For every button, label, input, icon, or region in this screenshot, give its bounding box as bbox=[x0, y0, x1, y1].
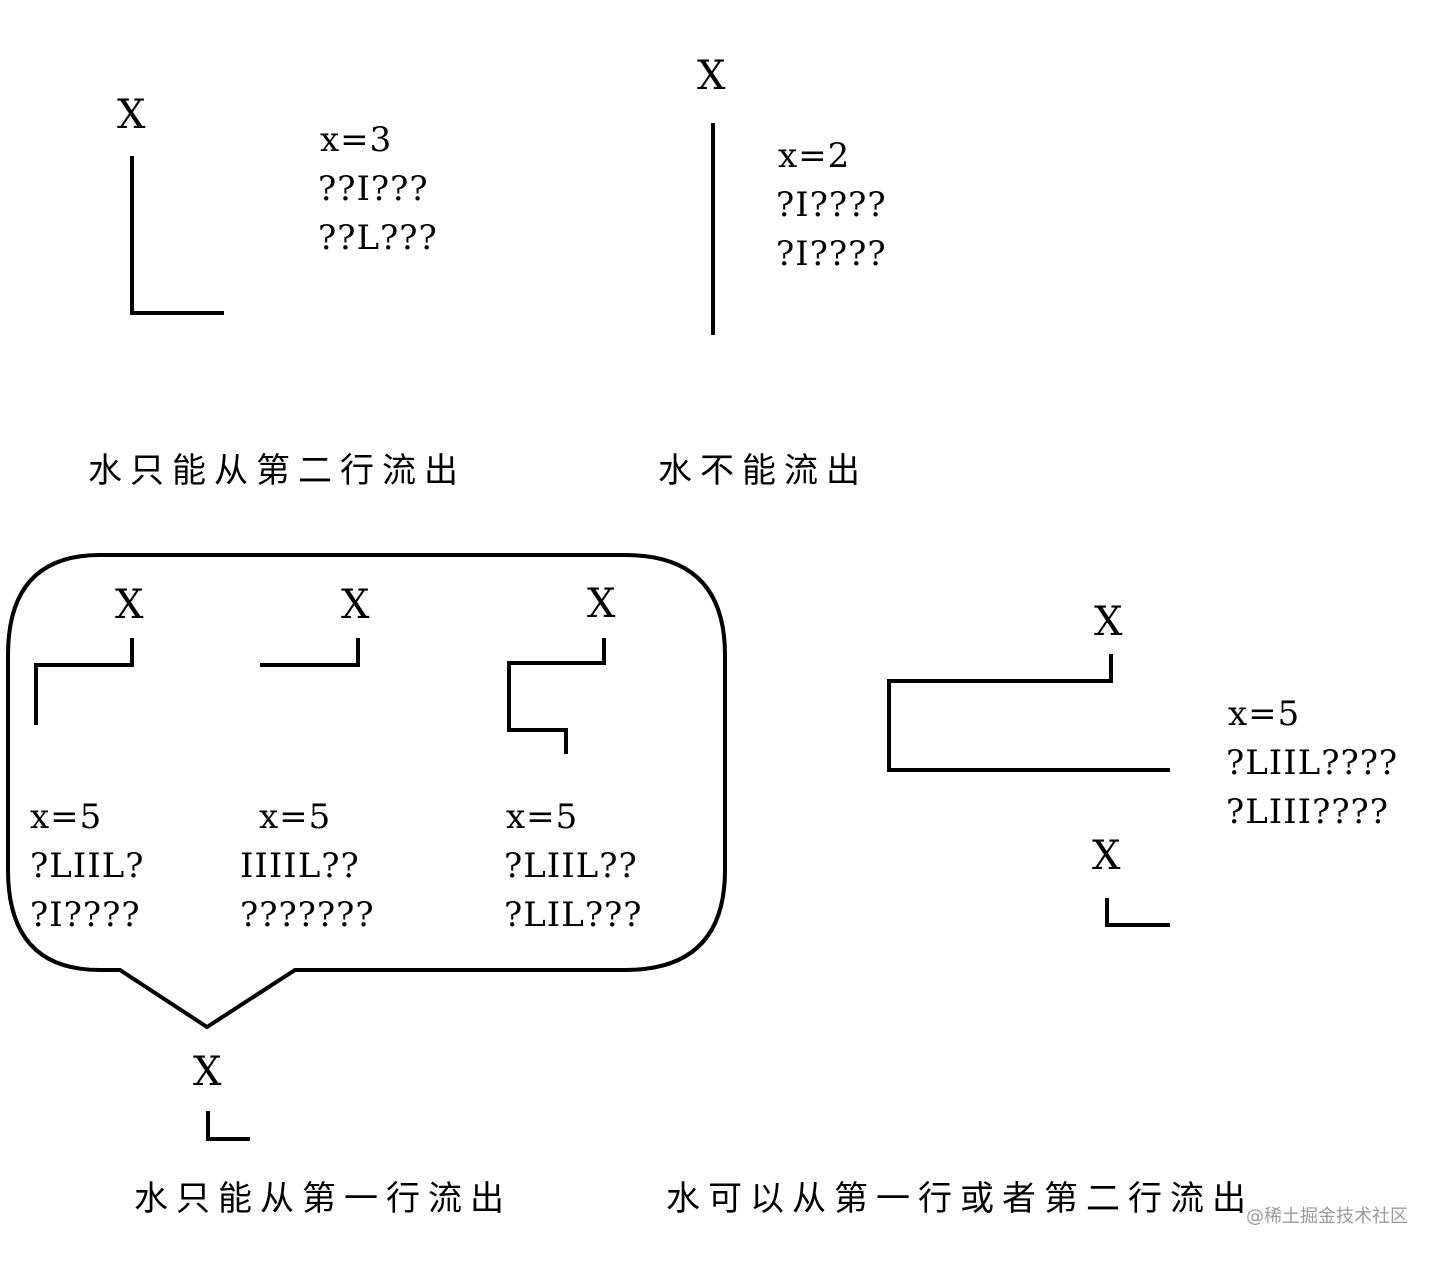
bubble-case-1-pipe bbox=[34, 638, 134, 725]
panel-top-left-line-0: x=3 bbox=[320, 120, 392, 160]
bubble-outline bbox=[6, 553, 727, 1030]
panel-top-left-line-2: ??L??? bbox=[318, 218, 438, 258]
bubble-case-1-line-1: ?LIIL? bbox=[30, 846, 144, 886]
bubble-case-3-line-0: x=5 bbox=[506, 797, 578, 837]
panel-bottom-right-line-0: x=5 bbox=[1228, 694, 1300, 734]
panel-bottom-right-pipe bbox=[887, 654, 1170, 772]
panel-top-left-pipe-l bbox=[130, 156, 224, 315]
panel-bottom-right-marker-top: X bbox=[1094, 599, 1123, 645]
bubble-case-3-line-2: ?LIL??? bbox=[504, 895, 643, 935]
bubble-result-pipe bbox=[206, 1111, 250, 1141]
panel-top-right-caption: 水不能流出 bbox=[658, 451, 868, 491]
bubble-case-3-line-1: ?LIIL?? bbox=[504, 846, 638, 886]
panel-bottom-right-result-pipe bbox=[1105, 898, 1170, 927]
panel-bubble-caption: 水只能从第一行流出 bbox=[134, 1179, 512, 1219]
panel-top-right-line-2: ?I???? bbox=[776, 234, 887, 274]
panel-top-left-line-1: ??I??? bbox=[318, 169, 429, 209]
panel-top-left: X x=3 ??I??? ??L??? 水只能从第二行流出 bbox=[88, 92, 466, 491]
watermark: @稀土掘金技术社区 bbox=[1246, 1206, 1408, 1227]
panel-top-right: X x=2 ?I???? ?I???? 水不能流出 bbox=[658, 53, 887, 491]
panel-bottom-right-marker-bottom: X bbox=[1092, 833, 1121, 879]
panel-top-left-marker: X bbox=[117, 92, 146, 138]
bubble-case-2-line-0: x=5 bbox=[259, 797, 331, 837]
bubble-case-3-pipe bbox=[507, 638, 606, 754]
panel-top-right-marker: X bbox=[697, 53, 726, 99]
panel-bubble: X x=5 ?LIIL? ?I???? X x=5 IIIIL?? ??????… bbox=[6, 553, 727, 1219]
panel-bottom-right: X x=5 ?LIIL???? ?LIII???? X 水可以从第一行或者第二行… bbox=[666, 599, 1398, 1219]
panel-bottom-right-line-1: ?LIIL???? bbox=[1226, 743, 1398, 783]
bubble-case-2-line-2: ??????? bbox=[240, 895, 375, 935]
bubble-case-1-line-2: ?I???? bbox=[30, 895, 141, 935]
bubble-case-2-line-1: IIIIL?? bbox=[240, 846, 360, 886]
panel-top-left-caption: 水只能从第二行流出 bbox=[88, 451, 466, 491]
bubble-case-3-marker: X bbox=[587, 581, 616, 627]
bubble-result-marker: X bbox=[193, 1049, 222, 1095]
panel-top-right-line-1: ?I???? bbox=[776, 185, 887, 225]
panel-bottom-right-line-2: ?LIII???? bbox=[1226, 792, 1389, 832]
bubble-case-1-line-0: x=5 bbox=[30, 797, 102, 837]
panel-bottom-right-caption: 水可以从第一行或者第二行流出 bbox=[666, 1179, 1254, 1219]
bubble-case-1-marker: X bbox=[115, 582, 144, 628]
bubble-case-2-pipe bbox=[260, 638, 360, 667]
panel-top-right-line-0: x=2 bbox=[778, 136, 850, 176]
bubble-case-2-marker: X bbox=[341, 582, 370, 628]
